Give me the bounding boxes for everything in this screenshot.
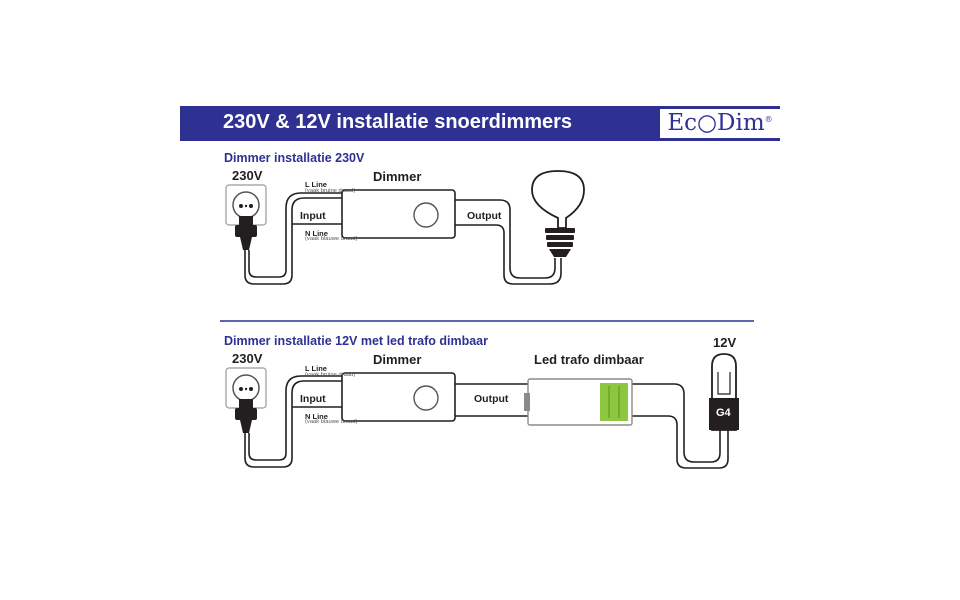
wall-socket-icon (225, 367, 267, 409)
l-line-label: L Line (305, 180, 327, 189)
light-bulb-icon (531, 170, 585, 257)
n-line-note: (vaak blauwe draad) (305, 236, 358, 242)
wiring (244, 375, 729, 469)
input-label: Input (300, 210, 326, 222)
dimmer-knob-icon (413, 202, 439, 228)
n-line-label: N Line (305, 412, 328, 421)
page-title: 230V & 12V installatie snoerdimmers (223, 111, 573, 133)
l-line-note: (vaak bruine draad) (305, 188, 356, 194)
trafo-terminal-block (600, 383, 628, 421)
diagram-12v (225, 353, 739, 469)
wiring (244, 192, 562, 285)
power-plug-icon (235, 399, 257, 433)
socket-voltage-label: 230V (232, 168, 263, 183)
l-line-label: L Line (305, 364, 327, 373)
output-label: Output (467, 210, 502, 222)
ecodim-logo: Ec○Dim® (660, 109, 780, 138)
n-line-note: (vaak blauwe draad) (305, 419, 358, 425)
dimmer-label: Dimmer (373, 352, 422, 367)
lamp-voltage-label: 12V (713, 335, 737, 350)
power-plug-icon (235, 216, 257, 250)
lamp-type-label: G4 (716, 407, 731, 419)
header-banner: 230V & 12V installatie snoerdimmers Ec○D… (180, 106, 780, 141)
diagram-230v (225, 170, 585, 285)
l-line-note: (vaak bruine draad) (305, 372, 356, 378)
socket-voltage-label: 230V (232, 351, 263, 366)
logo-text: Ec○Dim (667, 110, 765, 136)
input-label: Input (300, 393, 326, 405)
trafo-label: Led trafo dimbaar (534, 352, 644, 367)
diagram2-title: Dimmer installatie 12V met led trafo dim… (224, 334, 488, 348)
diagram1-title: Dimmer installatie 230V (224, 151, 365, 165)
output-label: Output (474, 393, 509, 405)
n-line-label: N Line (305, 229, 328, 238)
g4-halogen-bulb-icon (709, 353, 739, 431)
led-trafo (524, 378, 633, 426)
registered-mark: ® (764, 115, 773, 124)
dimmer-knob-icon (413, 385, 439, 411)
dimmer-label: Dimmer (373, 169, 422, 184)
